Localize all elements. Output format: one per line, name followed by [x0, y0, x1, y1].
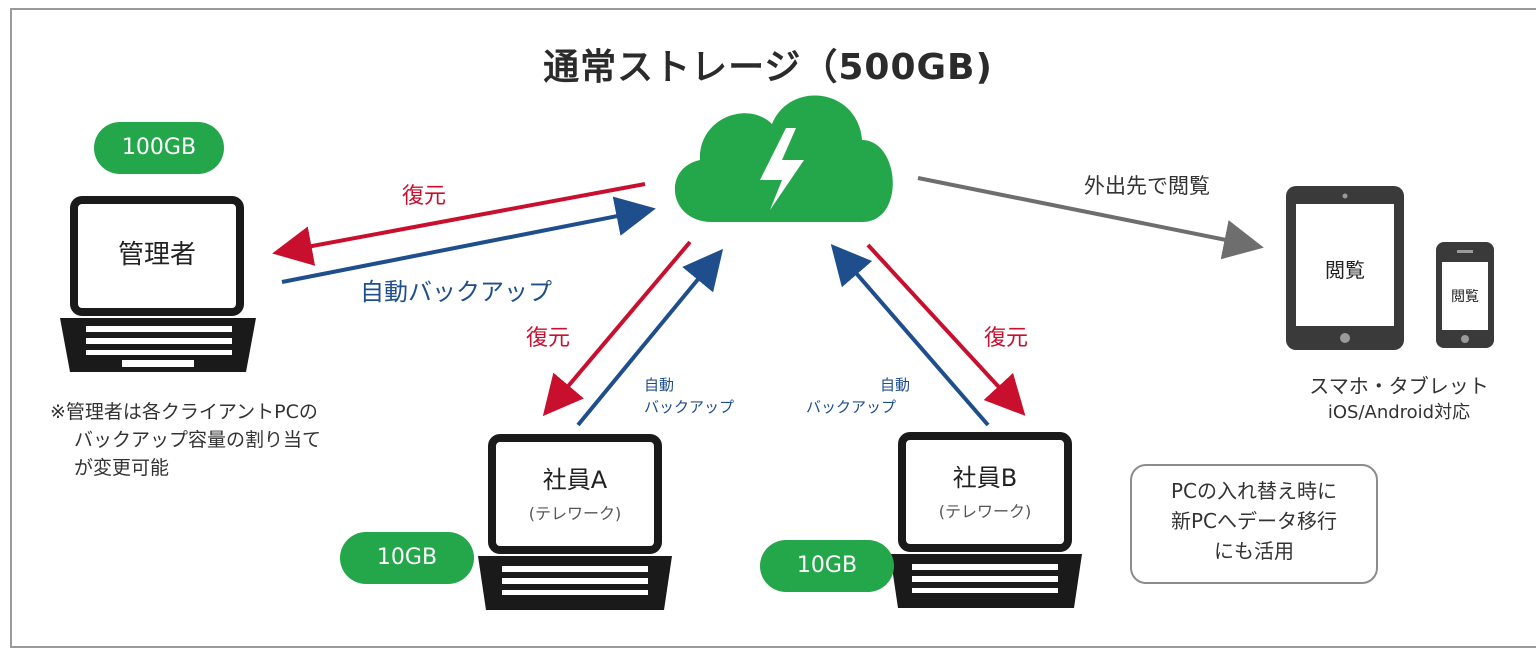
tablet-icon [1286, 186, 1404, 350]
migration-note-line2: 新PCへデータ移行 [1170, 509, 1338, 533]
migration-note-line3: にも活用 [1214, 539, 1294, 563]
cloud-icon [674, 95, 893, 222]
employee-a-storage-badge: 10GB [340, 532, 474, 584]
laptop-icon-employee-b [890, 432, 1082, 608]
diagram-title: 通常ストレージ（500GB) [543, 47, 993, 88]
tablet-screen-label: 閲覧 [1325, 258, 1365, 282]
backup-arrow-b [830, 243, 990, 427]
restore-arrow-b [866, 243, 1026, 416]
diagram-graphics [60, 95, 1494, 610]
admin-note-line1: ※管理者は各クライアントPCの [50, 401, 318, 423]
restore-label-admin: 復元 [402, 184, 447, 209]
backup-label-b-line1: 自動 [880, 376, 911, 394]
restore-label-b: 復元 [984, 326, 1029, 351]
migration-note-box: PCの入れ替え時に 新PCへデータ移行 にも活用 [1130, 464, 1378, 584]
backup-label-a-line2: バックアップ [644, 398, 735, 416]
admin-note-line2: バックアップ容量の割り当て [74, 429, 322, 451]
admin-note-line3: が変更可能 [74, 457, 170, 479]
mobile-caption-line1: スマホ・タブレット [1309, 374, 1489, 398]
backup-arrow-a [576, 248, 724, 427]
employee-b-storage-badge: 10GB [760, 540, 894, 592]
view-outside-label: 外出先で閲覧 [1084, 174, 1210, 198]
phone-icon [1436, 242, 1494, 348]
lightning-icon [760, 128, 804, 210]
employee-b-sub: (テレワーク) [938, 502, 1032, 521]
phone-screen-label: 閲覧 [1451, 289, 1479, 305]
backup-label-a-line1: 自動 [644, 376, 675, 394]
view-arrow [917, 176, 1264, 260]
employee-a-sub: (テレワーク) [528, 504, 622, 523]
employee-a-name: 社員A [542, 466, 608, 494]
admin-label: 管理者 [117, 240, 196, 270]
laptop-icon-employee-a [478, 434, 672, 610]
backup-arrow-admin [281, 196, 656, 284]
restore-arrow-a [542, 240, 692, 417]
admin-storage-badge: 100GB [94, 122, 224, 174]
backup-label-admin: 自動バックアップ [360, 278, 552, 306]
employee-b-name: 社員B [952, 464, 1018, 492]
restore-arrow-admin [272, 182, 646, 266]
mobile-caption-line2: iOS/Android対応 [1327, 402, 1471, 423]
laptop-icon-admin [60, 196, 256, 372]
backup-label-b-line2: バックアップ [806, 398, 897, 416]
migration-note-line1: PCの入れ替え時に [1170, 479, 1338, 503]
restore-label-a: 復元 [526, 326, 571, 351]
